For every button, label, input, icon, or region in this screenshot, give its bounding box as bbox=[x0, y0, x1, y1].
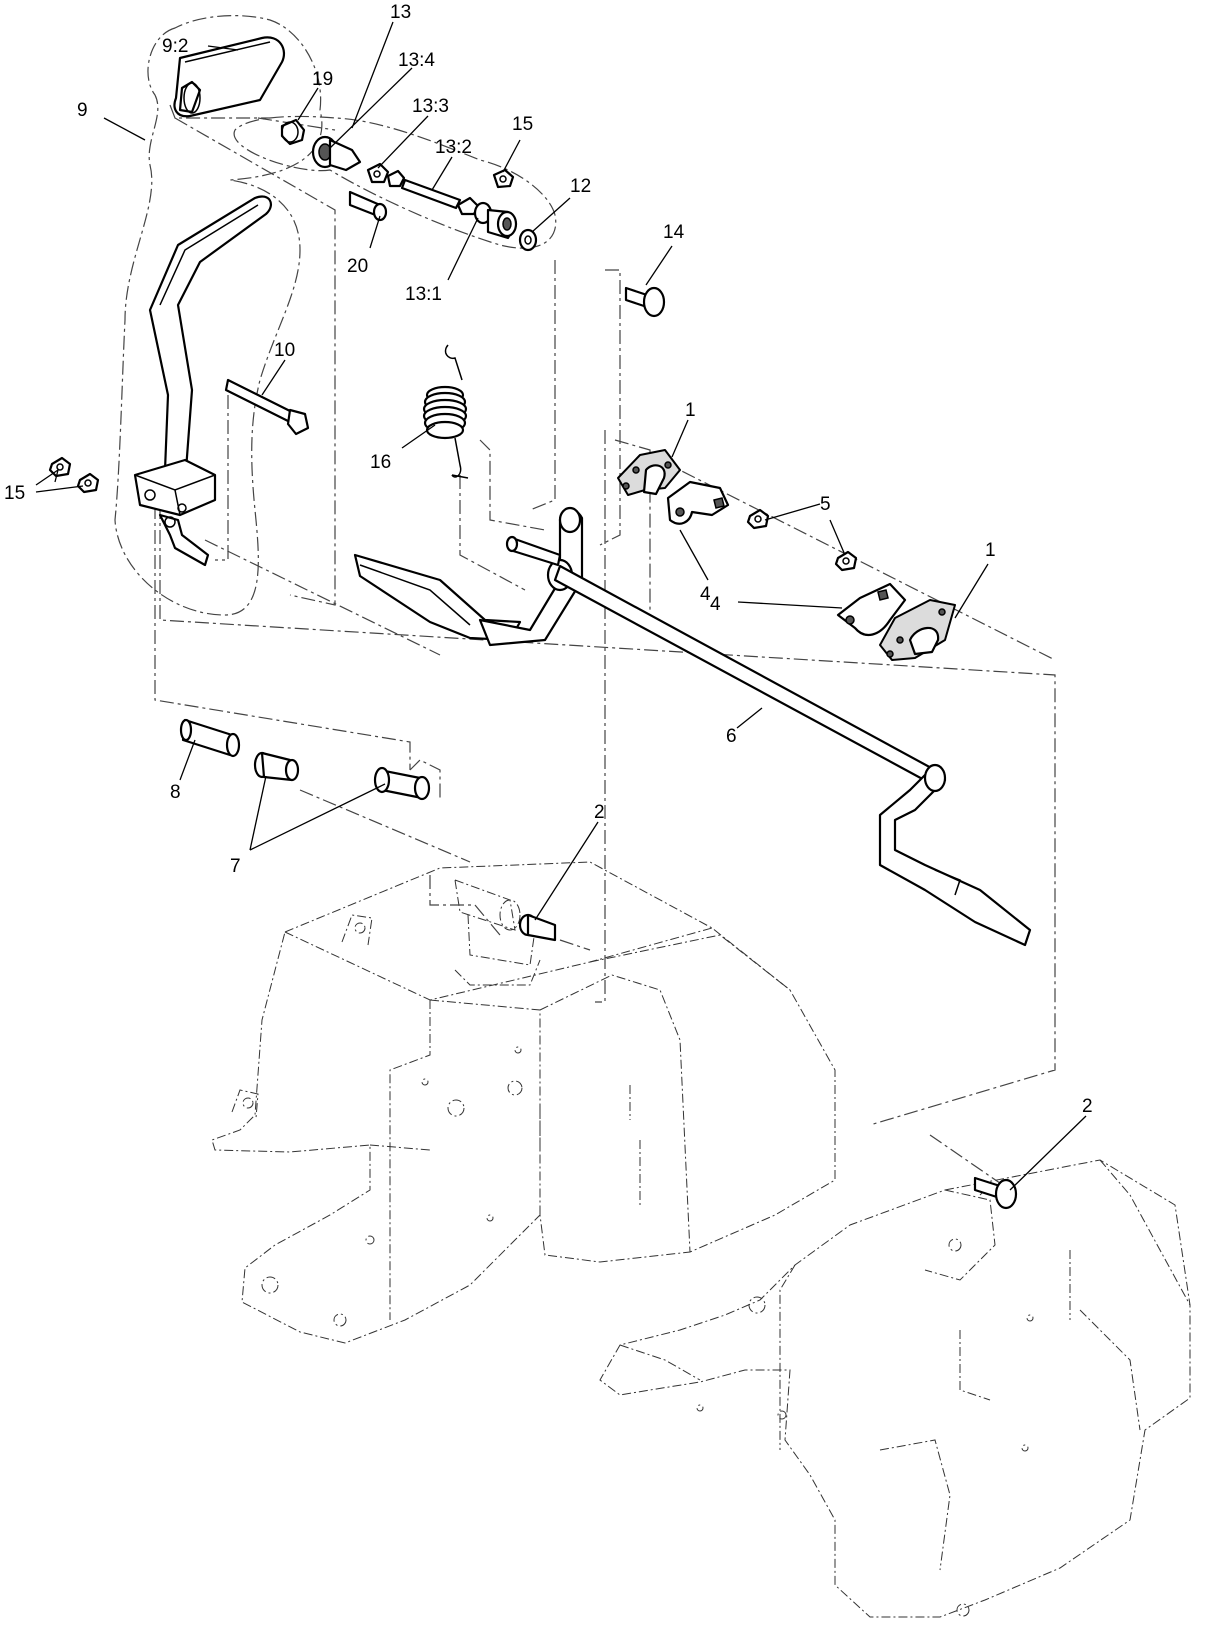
callout-13-3: 13:3 bbox=[412, 96, 449, 117]
construction-lines bbox=[114, 15, 1056, 1191]
part-13-1-clevis bbox=[456, 196, 518, 240]
callout-5: 5 bbox=[820, 494, 831, 515]
leader-lines bbox=[35, 21, 1087, 1191]
part-2-bolt-mid bbox=[518, 913, 557, 942]
callout-19: 19 bbox=[312, 69, 333, 90]
callout-12: 12 bbox=[570, 176, 591, 197]
callout-6: 6 bbox=[726, 726, 737, 747]
part-13-4-pivot-end bbox=[311, 135, 362, 172]
part-1-bracket-top bbox=[617, 449, 681, 496]
part-12-washer bbox=[518, 228, 538, 252]
callout-14: 14 bbox=[663, 222, 685, 243]
callout-15-left: 15 bbox=[4, 483, 25, 504]
callout-9-2: 9:2 bbox=[162, 36, 188, 57]
callout-2-right: 2 bbox=[1082, 1096, 1093, 1117]
callout-4-mid: 4 bbox=[710, 594, 721, 615]
callout-20: 20 bbox=[347, 256, 368, 277]
part-8-sleeve bbox=[179, 718, 241, 758]
callout-13-2: 13:2 bbox=[435, 137, 472, 158]
callout-13-1: 13:1 bbox=[405, 284, 442, 305]
part-4-plate-mid bbox=[836, 582, 907, 637]
callout-10: 10 bbox=[274, 340, 295, 361]
callout-1-right: 1 bbox=[985, 540, 996, 561]
callout-13: 13 bbox=[390, 2, 411, 23]
callout-7: 7 bbox=[230, 856, 241, 877]
part-5-nuts bbox=[746, 508, 858, 572]
part-13-3-nuts bbox=[366, 162, 406, 188]
part-2-bolt-right bbox=[973, 1176, 1018, 1210]
part-15-nut-top bbox=[492, 168, 515, 189]
part-10-bolt bbox=[224, 378, 310, 436]
callout-13-4: 13:4 bbox=[398, 50, 435, 71]
frame-right-phantom bbox=[599, 1159, 1191, 1618]
callout-4-top: 4 bbox=[700, 584, 711, 605]
callout-8: 8 bbox=[170, 782, 181, 803]
part-6-pedal-shaft bbox=[353, 506, 1032, 947]
part-9-2-grip bbox=[173, 36, 286, 118]
callout-15-top: 15 bbox=[512, 114, 533, 135]
callout-16: 16 bbox=[370, 452, 391, 473]
part-7-bushings bbox=[253, 751, 431, 801]
part-14-clevis-pin bbox=[624, 286, 666, 318]
frame-left-phantom bbox=[211, 861, 836, 1344]
part-13-2-rod bbox=[400, 178, 462, 210]
callout-1-top: 1 bbox=[685, 400, 696, 421]
part-1-bracket-right bbox=[879, 599, 956, 661]
part-16-spring bbox=[422, 344, 469, 479]
part-9-handle-lever bbox=[133, 195, 272, 567]
callout-2-mid: 2 bbox=[594, 802, 605, 823]
callout-labels: 13 9:2 13:4 19 9 13:3 15 13:2 12 20 13:1… bbox=[4, 2, 1093, 1117]
part-20-pin bbox=[348, 190, 388, 222]
part-4-plate-top bbox=[666, 480, 730, 525]
part-19-bushing bbox=[280, 118, 306, 146]
callout-9: 9 bbox=[77, 100, 88, 121]
